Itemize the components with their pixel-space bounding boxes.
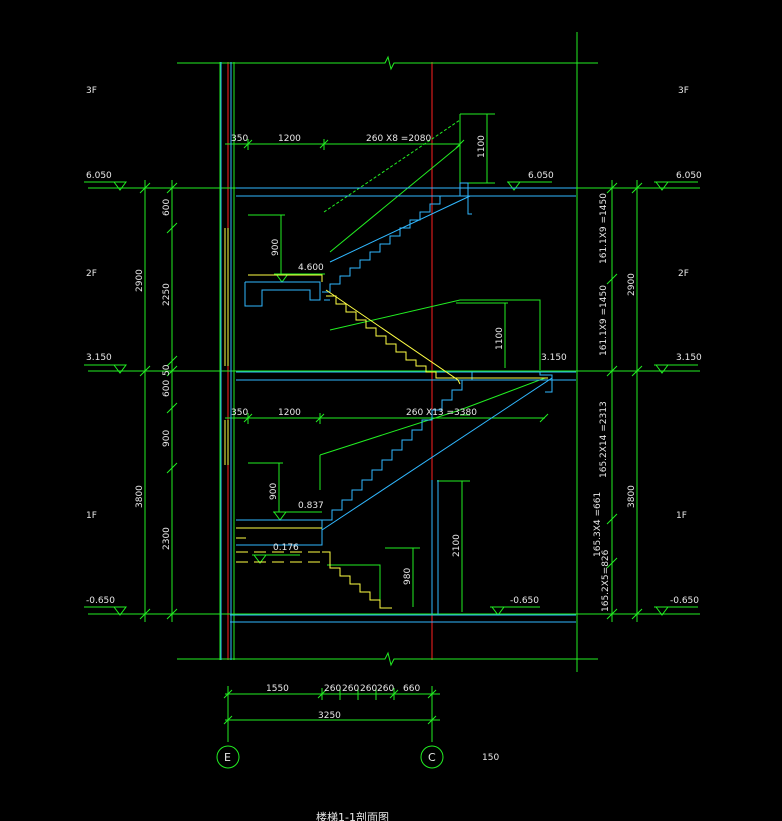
- yellow-lower-flight: [224, 228, 548, 609]
- level-labels: 6.050 6.050 6.050 3.150 3.150 3.150 -0.6…: [86, 171, 702, 606]
- level-bottom-left: -0.650: [86, 596, 115, 606]
- blue-structure: [220, 62, 576, 660]
- level-mid-right: 3.150: [676, 353, 702, 363]
- dim-wall-350-upper: 350: [231, 134, 248, 144]
- floor-2f-left: 2F: [86, 269, 97, 279]
- dim-riser-b: 165.2X14 =2313: [599, 401, 609, 478]
- level-top-right: 6.050: [676, 171, 702, 181]
- floor-1f-right: 1F: [676, 511, 687, 521]
- dim-1100-mid: 1100: [495, 327, 505, 350]
- dimension-labels: 350 1200 260 X8 =2080 350 1200 260 X13 =…: [135, 134, 637, 721]
- dim-bottom-1550: 1550: [266, 684, 289, 694]
- level-landing-2f: 4.600: [298, 263, 324, 273]
- axis-c-label: C: [428, 751, 436, 764]
- dim-900-left: 900: [162, 430, 172, 447]
- dim-2900-left: 2900: [135, 269, 145, 292]
- dim-landing-upper: 1200: [278, 134, 301, 144]
- dim-bottom-260-3: 260: [360, 684, 377, 694]
- dim-900-upper: 900: [271, 239, 281, 256]
- dim-riser-a2: 161.1X9 =1450: [599, 285, 609, 356]
- level-mid-left: 3.150: [86, 353, 112, 363]
- dim-wall-350-lower: 350: [231, 408, 248, 418]
- level-top-inner: 6.050: [528, 171, 554, 181]
- dim-2100: 2100: [452, 534, 462, 557]
- dim-2900-right: 2900: [627, 273, 637, 296]
- dim-riser-a: 161.1X9 =1450: [599, 193, 609, 264]
- floor-2f-right: 2F: [678, 269, 689, 279]
- floor-labels: 3F 3F 2F 2F 1F 1F: [86, 86, 689, 521]
- green-frame: [84, 32, 700, 769]
- dim-lower-run: 260 X13 =3380: [406, 408, 477, 418]
- level-top-left: 6.050: [86, 171, 112, 181]
- floor-1f-left: 1F: [86, 511, 97, 521]
- level-mid-inner: 3.150: [541, 353, 567, 363]
- level-bottom-right: -0.650: [670, 596, 699, 606]
- floor-3f-right: 3F: [678, 86, 689, 96]
- level-pit: 0.176: [273, 543, 299, 553]
- dim-bottom-660: 660: [403, 684, 420, 694]
- dim-600-upper: 600: [162, 199, 172, 216]
- axis-e-label: E: [224, 751, 231, 764]
- level-landing-1f: 0.837: [298, 501, 324, 511]
- dim-riser-d: 165.2X5=826: [601, 549, 611, 612]
- dim-upper-run: 260 X8 =2080: [366, 134, 432, 144]
- dim-600-lower: 600: [162, 380, 172, 397]
- dim-riser-c: 165.3X4 =661: [593, 492, 603, 557]
- dim-2250: 2250: [162, 283, 172, 306]
- dim-total: 3250: [318, 711, 341, 721]
- dim-bottom-260-4: 260: [377, 684, 394, 694]
- axis-labels: E C 150: [224, 751, 499, 764]
- dim-980: 980: [403, 568, 413, 585]
- drawing-caption: 楼梯1-1剖面图: [316, 810, 389, 821]
- dim-1100-top: 1100: [477, 135, 487, 158]
- scale-label: 150: [482, 753, 499, 763]
- floor-3f-left: 3F: [86, 86, 97, 96]
- dim-landing-lower: 1200: [278, 408, 301, 418]
- dim-2300: 2300: [162, 527, 172, 550]
- level-bottom-inner: -0.650: [510, 596, 539, 606]
- dim-50: 50: [162, 364, 172, 376]
- dim-3800-right: 3800: [627, 485, 637, 508]
- dim-900-lower: 900: [269, 483, 279, 500]
- dim-3800-left: 3800: [135, 485, 145, 508]
- dim-bottom-260-1: 260: [324, 684, 341, 694]
- dim-bottom-260-2: 260: [342, 684, 359, 694]
